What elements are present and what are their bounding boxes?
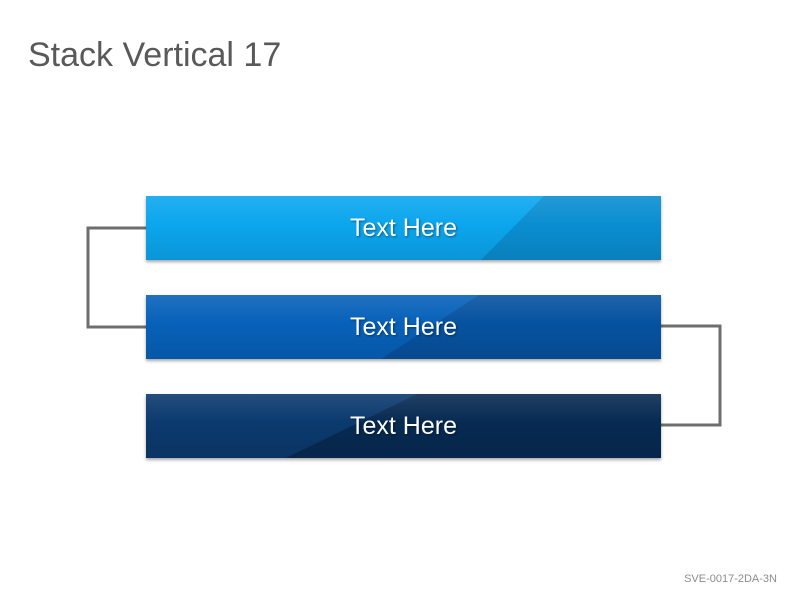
right-bracket-connector [661, 324, 722, 427]
page-title: Stack Vertical 17 [28, 36, 282, 74]
bar-shine [146, 394, 661, 458]
bar-shine [146, 196, 661, 260]
stack-bar-3-label: Text Here [350, 411, 457, 440]
left-bracket-connector [86, 226, 146, 329]
stack-bar-2[interactable]: Text Here [146, 295, 661, 359]
stack-bar-1-label: Text Here [350, 213, 457, 242]
stack-bar-3[interactable]: Text Here [146, 394, 661, 458]
stack-bar-1[interactable]: Text Here [146, 196, 661, 260]
footer-code: SVE-0017-2DA-3N [684, 573, 777, 585]
stack-bar-2-label: Text Here [350, 312, 457, 341]
bar-shine [146, 295, 661, 359]
